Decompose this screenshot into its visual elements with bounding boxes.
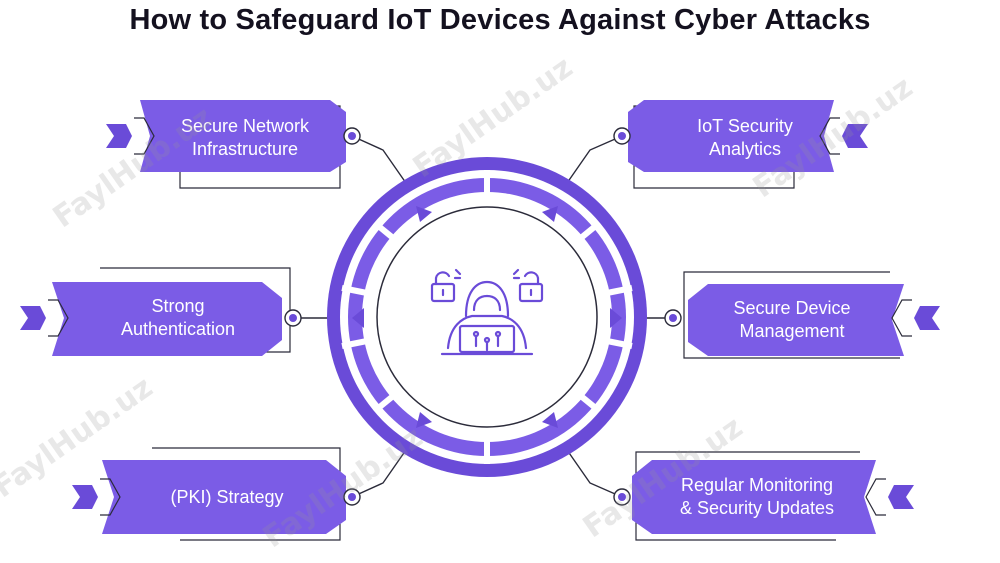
- label-line: Regular Monitoring: [680, 475, 834, 495]
- label-line: IoT Security: [697, 116, 793, 136]
- card-monitoring: [613, 451, 914, 541]
- label-line: Authentication: [120, 319, 236, 339]
- ring-arrows: [352, 206, 622, 428]
- label-line: Secure Device: [733, 298, 851, 318]
- label-line: & Security Updates: [679, 498, 835, 518]
- label-line: (PKI) Strategy: [170, 486, 284, 507]
- label-line: Management: [739, 321, 845, 341]
- hacker-icon: [430, 268, 544, 356]
- label-pki: (PKI) Strategy: [122, 484, 332, 510]
- label-line: Analytics: [708, 139, 782, 159]
- label-device-mgmt: Secure Device Management: [704, 294, 880, 346]
- label-iot-analytics: IoT Security Analytics: [650, 112, 840, 164]
- card-secure-network: [106, 100, 361, 189]
- unlocked-padlock-icon: [430, 271, 456, 303]
- label-monitoring: Regular Monitoring & Security Updates: [652, 471, 862, 523]
- ring-segment-gaps: [341, 170, 633, 464]
- page-title: How to Safeguard IoT Devices Against Cyb…: [129, 4, 871, 36]
- label-line: Strong: [151, 296, 205, 316]
- label-line: Secure Network: [180, 116, 310, 136]
- card-pki: [72, 447, 361, 541]
- label-strong-auth: Strong Authentication: [80, 292, 276, 344]
- label-line: Infrastructure: [191, 139, 299, 159]
- unlocked-padlock-icon: [518, 271, 544, 303]
- card-iot-analytics: [613, 100, 868, 189]
- label-secure-network: Secure Network Infrastructure: [160, 112, 330, 164]
- card-strong-auth: [20, 267, 302, 356]
- card-device-mgmt: [664, 271, 940, 359]
